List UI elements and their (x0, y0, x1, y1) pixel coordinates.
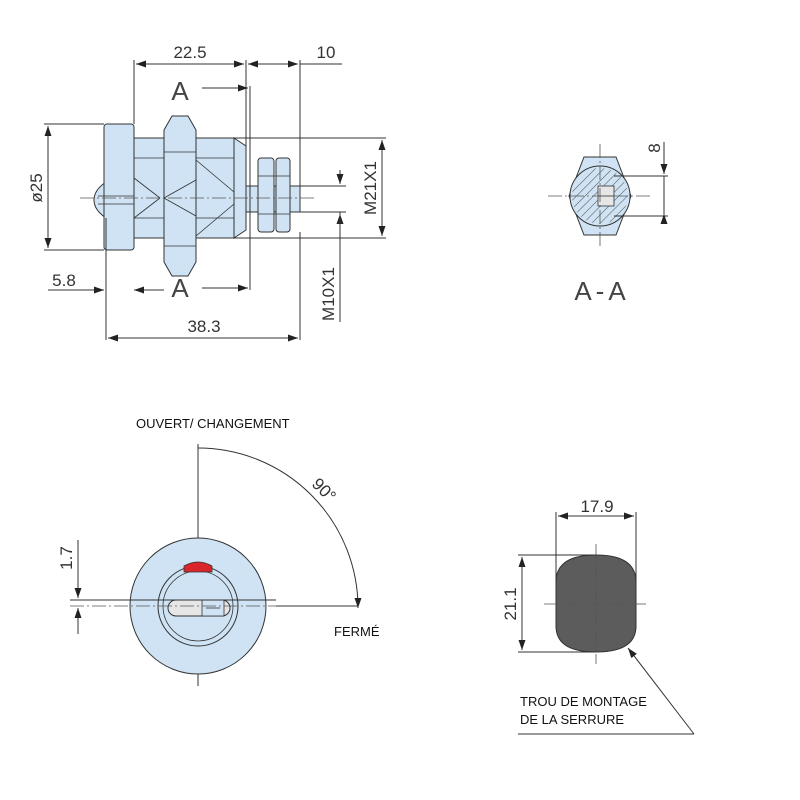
open-position-label: OUVERT/ CHANGEMENT (136, 416, 290, 431)
section-title: A-A (574, 276, 629, 306)
section-marker-top: A (171, 76, 189, 106)
dim-17-9: 17.9 (580, 497, 613, 516)
dim-21-1: 21.1 (501, 587, 520, 620)
dim-10: 10 (317, 43, 336, 62)
closed-position-label: FERMÉ (334, 624, 380, 639)
side-view-dimensions: 22.5 10 ø25 M21X1 M10X1 5.8 38.3 (27, 43, 386, 342)
mounting-hole-label-line2: DE LA SERRURE (520, 712, 624, 727)
section-marker-bottom: A (171, 273, 189, 303)
angle-90: 90° (308, 474, 340, 506)
mounting-hole-label-line1: TROU DE MONTAGE (520, 694, 647, 709)
front-view: OUVERT/ CHANGEMENT 90° FERMÉ 1.7 (57, 416, 380, 686)
section-view: 8 A-A (548, 142, 668, 306)
dim-m10x1: M10X1 (319, 267, 338, 321)
dim-1-7: 1.7 (57, 546, 76, 570)
dim-38-3: 38.3 (187, 317, 220, 336)
dim-5-8: 5.8 (52, 271, 76, 290)
dim-22-5: 22.5 (173, 43, 206, 62)
dim-diameter-25: ø25 (27, 173, 46, 202)
mounting-hole-view: 17.9 21.1 TROU DE MONTAGE DE LA SERRURE (501, 497, 695, 735)
dim-m21x1: M21X1 (361, 161, 380, 215)
dim-8: 8 (645, 143, 664, 152)
side-view (80, 115, 316, 277)
